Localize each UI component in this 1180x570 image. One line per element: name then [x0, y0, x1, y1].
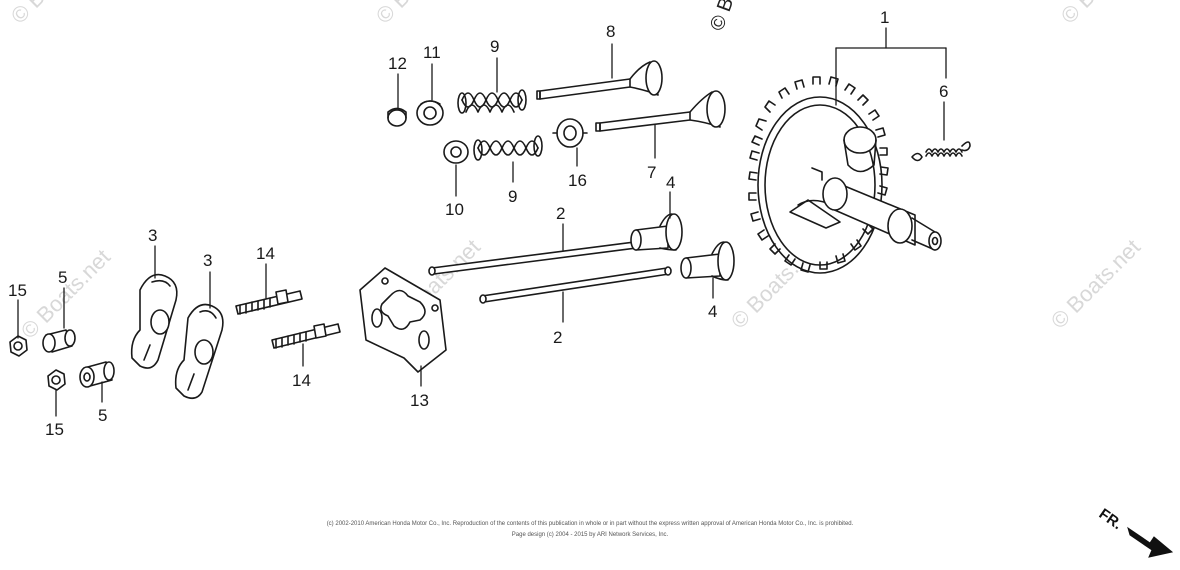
front-arrow-icon — [1127, 526, 1174, 558]
part-rocker-arm-left — [130, 273, 178, 369]
part-valve-spring-upper — [457, 89, 527, 114]
watermark-text: © Boats.net — [1046, 234, 1145, 333]
part-valve-spring-lower — [473, 135, 543, 161]
callout-1: 1 — [880, 8, 889, 27]
callout-4-lower: 4 — [708, 302, 717, 321]
watermark-text: © Boats.net — [371, 0, 470, 29]
part-decomp-spring — [911, 141, 971, 162]
callout-13: 13 — [410, 391, 429, 410]
part-rocker-pivot-upper — [42, 329, 76, 353]
callout-14-upper: 14 — [256, 244, 275, 263]
copyright-mark: © B — [706, 0, 738, 34]
watermark-text: © Boats.net — [1056, 0, 1155, 29]
copyright-mark-text: © B — [706, 0, 738, 34]
callout-9-upper: 9 — [490, 37, 499, 56]
part-guide-plate — [359, 267, 447, 373]
front-direction-label: FR. — [1096, 505, 1126, 533]
callout-16: 16 — [568, 171, 587, 190]
callout-6: 6 — [939, 82, 948, 101]
watermark-text: © Boats.net — [6, 0, 105, 29]
part-stud-upper — [235, 289, 303, 315]
part-tappet-lower — [680, 241, 735, 281]
callout-2-lower: 2 — [553, 328, 562, 347]
callout-12: 12 — [388, 54, 407, 73]
part-stem-seal — [416, 100, 444, 126]
part-valve-retainer — [552, 118, 588, 148]
part-exhaust-valve — [595, 90, 726, 132]
callout-15-lower: 15 — [45, 420, 64, 439]
part-intake-valve — [536, 60, 663, 100]
part-tappet-upper — [630, 213, 683, 251]
front-direction-marker: FR. — [1096, 505, 1174, 558]
callout-8: 8 — [606, 22, 615, 41]
callout-7: 7 — [647, 163, 656, 182]
callout-4-upper: 4 — [666, 173, 675, 192]
watermark-stamp: © Boats.net — [16, 244, 115, 343]
part-push-rod-lower — [479, 266, 672, 304]
callout-10: 10 — [445, 200, 464, 219]
part-valve-cotter — [387, 107, 407, 127]
callout-3-left: 3 — [148, 226, 157, 245]
part-lock-nut-lower — [47, 369, 66, 391]
watermark-stamp: © Boats.net — [6, 0, 105, 29]
watermark-stamp: © Boats.net — [1046, 234, 1145, 333]
callout-3-right: 3 — [203, 251, 212, 270]
watermark-stamp: © Boats.net — [371, 0, 470, 29]
watermark-text: © Boats.net — [16, 244, 115, 343]
copyright-notice: (c) 2002-2010 American Honda Motor Co., … — [326, 521, 854, 527]
part-stud-lower — [271, 323, 341, 349]
part-camshaft-gear — [748, 76, 942, 274]
callout-9-lower: 9 — [508, 187, 517, 206]
part-lock-nut-upper — [9, 335, 28, 357]
part-rocker-pivot-lower — [79, 361, 115, 388]
callout-14-lower: 14 — [292, 371, 311, 390]
callout-5-upper: 5 — [58, 268, 67, 287]
part-rocker-arm-right — [174, 303, 224, 400]
callout-2-upper: 2 — [556, 204, 565, 223]
callout-labels: 1 2 2 3 3 4 4 5 5 6 7 8 9 9 10 11 12 13 … — [8, 8, 948, 439]
callout-5-lower: 5 — [98, 406, 107, 425]
callout-11: 11 — [423, 43, 441, 62]
leader-lines — [17, 27, 947, 417]
watermark-stamp: © Boats.net — [1056, 0, 1155, 29]
part-spring-seat — [443, 140, 469, 164]
callout-15-upper: 15 — [8, 281, 27, 300]
page-design-notice: Page design (c) 2004 - 2015 by ARI Netwo… — [511, 532, 669, 538]
